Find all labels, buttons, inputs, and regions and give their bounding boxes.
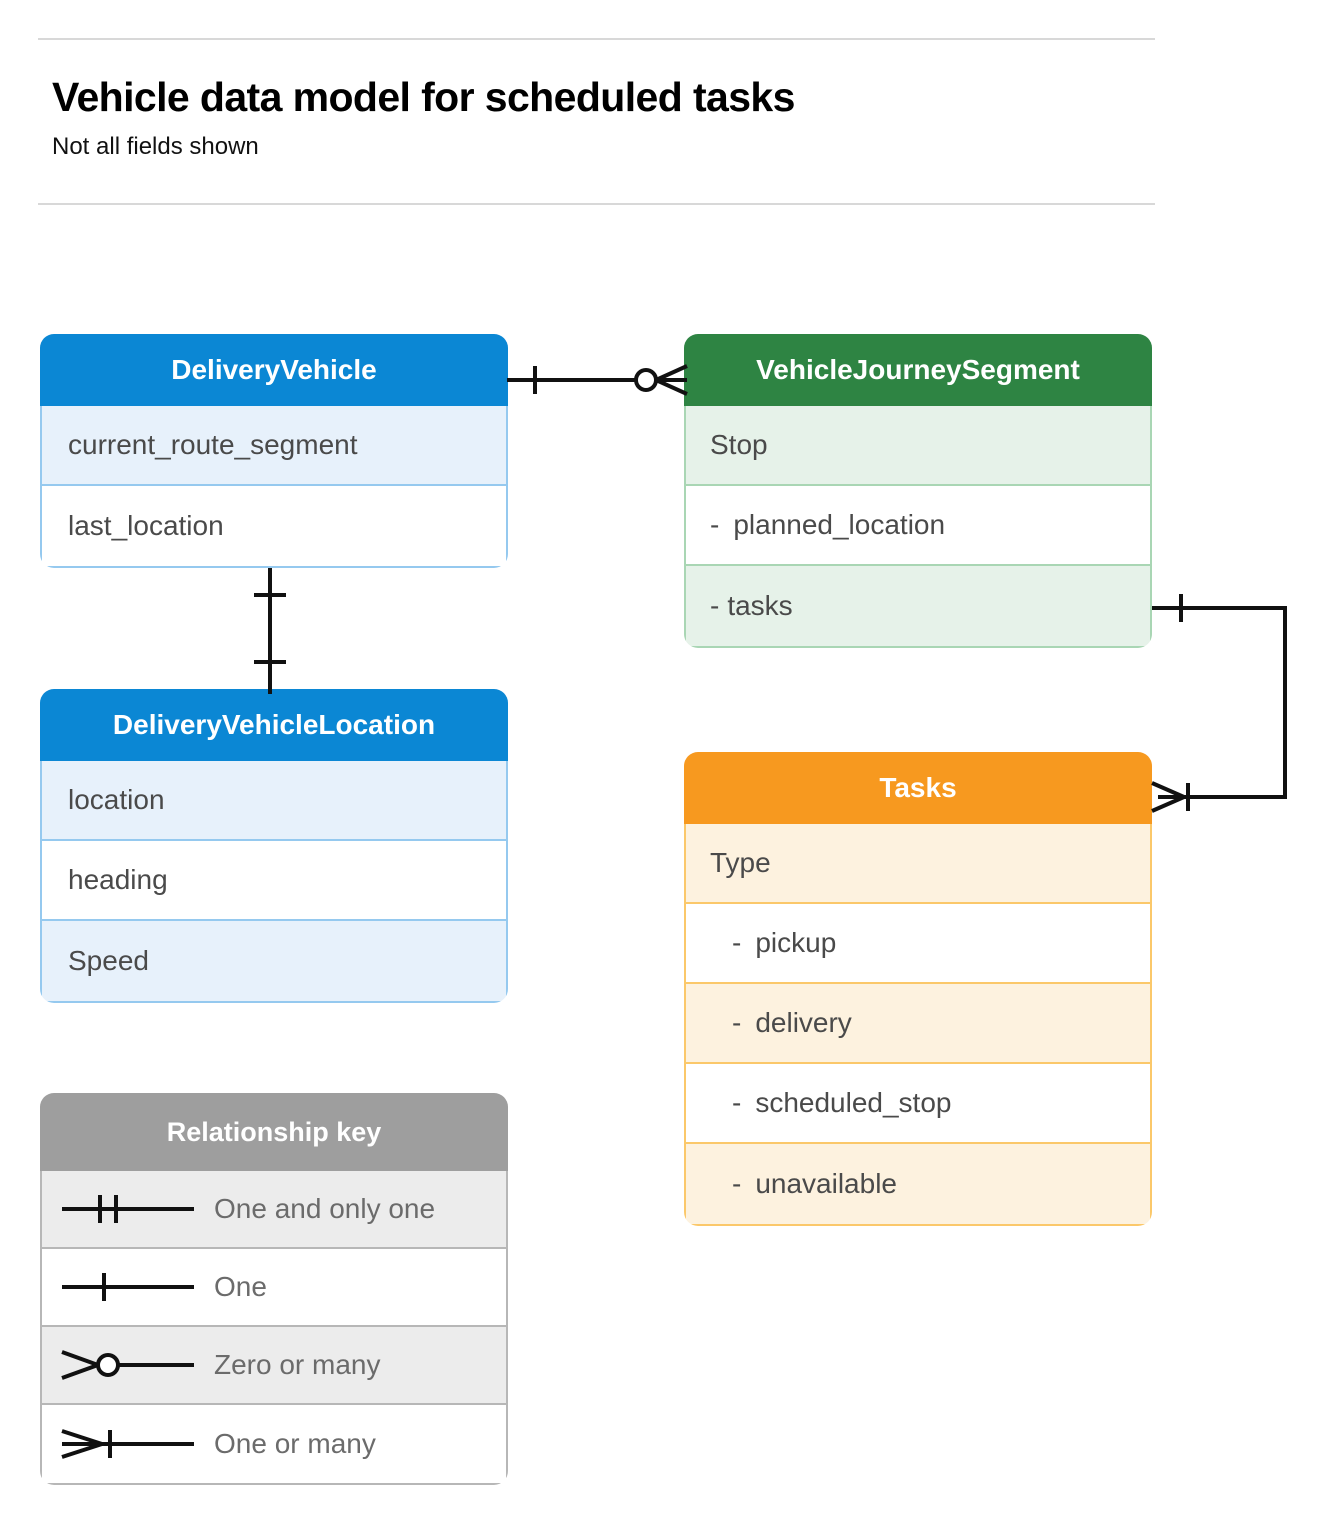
legend-item-label: One or many [214,1428,376,1459]
field-label: Stop [710,429,768,460]
legend-item-label: Zero or many [214,1349,381,1380]
field-bullet: - [710,509,720,540]
entity-vehicle-journey-segment-title: VehicleJourneySegment [684,334,1152,406]
relationship-delivery-vehicle-to-location [240,568,300,694]
relationship-key-legend: Relationship key One and only one [40,1093,508,1485]
field-label: current_route_segment [68,429,358,460]
field-bullet: - [710,590,720,621]
one-icon [42,1267,214,1307]
entity-delivery-vehicle-location-title: DeliveryVehicleLocation [40,689,508,761]
field-bullet: - [732,1087,742,1118]
field-label: Speed [68,945,149,976]
field-label: unavailable [755,1168,897,1199]
legend-item-one[interactable]: One [42,1249,506,1327]
entity-delivery-vehicle[interactable]: DeliveryVehicle current_route_segment la… [40,334,508,568]
entity-delivery-vehicle-location[interactable]: DeliveryVehicleLocation location heading… [40,689,508,1003]
field-label: scheduled_stop [755,1087,952,1118]
field-row[interactable]: - scheduled_stop [686,1064,1150,1144]
field-row[interactable]: last_location [42,486,506,566]
field-label: heading [68,864,168,895]
entity-tasks-title: Tasks [684,752,1152,824]
field-row[interactable]: current_route_segment [42,406,506,486]
field-bullet: - [732,1168,742,1199]
legend-item-zero-or-many[interactable]: Zero or many [42,1327,506,1405]
relationship-key-rows: One and only one One [40,1171,508,1485]
entity-delivery-vehicle-location-fields: location heading Speed [40,761,508,1003]
one-or-many-icon [42,1424,214,1464]
field-row[interactable]: Speed [42,921,506,1001]
field-label: delivery [755,1007,852,1038]
entity-vehicle-journey-segment[interactable]: VehicleJourneySegment Stop - planned_loc… [684,334,1152,648]
field-label: Type [710,847,771,878]
relationship-key-title: Relationship key [40,1093,508,1171]
legend-item-label: One and only one [214,1193,436,1224]
field-label: planned_location [733,509,946,540]
entity-delivery-vehicle-fields: current_route_segment last_location [40,406,508,568]
field-row[interactable]: - pickup [686,904,1150,984]
field-row[interactable]: - tasks [686,566,1150,646]
field-row[interactable]: heading [42,841,506,921]
field-row[interactable]: - delivery [686,984,1150,1064]
entity-vehicle-journey-segment-fields: Stop - planned_location - tasks [684,406,1152,648]
field-row[interactable]: location [42,761,506,841]
page-title: Vehicle data model for scheduled tasks [52,74,795,120]
header-bottom-divider [38,203,1155,205]
field-label: last_location [68,510,224,541]
field-label: pickup [755,927,837,958]
legend-item-one-and-only-one[interactable]: One and only one [42,1171,506,1249]
entity-tasks-fields: Type - pickup - delivery - scheduled_sto… [684,824,1152,1226]
entity-tasks[interactable]: Tasks Type - pickup - delivery - schedul… [684,752,1152,1226]
header-top-divider [38,38,1155,40]
legend-item-one-or-many[interactable]: One or many [42,1405,506,1483]
relationship-journey-segment-tasks-to-tasks [1148,588,1308,828]
field-row[interactable]: - unavailable [686,1144,1150,1224]
one-and-only-one-icon [42,1189,214,1229]
legend-item-label: One [214,1271,267,1302]
page-subtitle: Not all fields shown [52,133,259,160]
field-label: tasks [727,590,793,621]
field-label: location [68,784,165,815]
field-row[interactable]: Type [686,824,1150,904]
field-bullet: - [732,1007,742,1038]
zero-or-many-icon [42,1345,214,1385]
relationship-delivery-vehicle-to-journey-segment [505,350,689,410]
field-row[interactable]: - planned_location [686,486,1150,566]
entity-delivery-vehicle-title: DeliveryVehicle [40,334,508,406]
field-row[interactable]: Stop [686,406,1150,486]
field-bullet: - [732,927,742,958]
